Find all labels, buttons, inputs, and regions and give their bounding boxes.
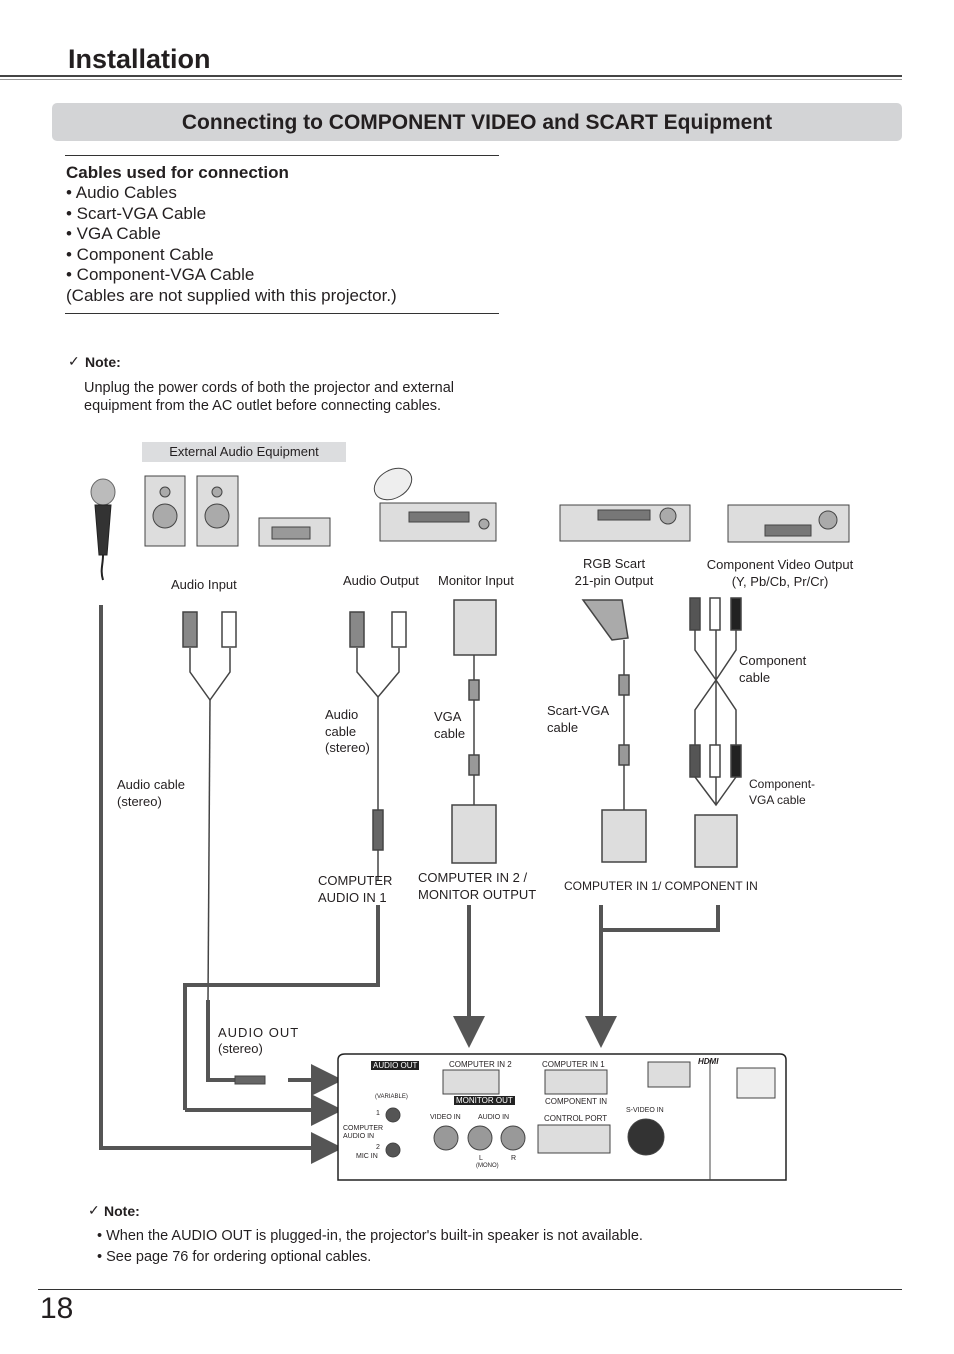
cable-item: • Component Cable [66, 245, 214, 264]
microphone-icon [90, 478, 116, 581]
cable-item: • Component-VGA Cable [66, 265, 255, 284]
component-vga-cable-label: Component- VGA cable [749, 776, 815, 808]
cables-box: Cables used for connection • Audio Cable… [65, 155, 499, 314]
cable-item: • Scart-VGA Cable [66, 204, 207, 223]
computer-in2-line: MONITOR OUTPUT [418, 886, 537, 902]
component-source-icon [727, 504, 850, 543]
panel-hdmi: HDMI [698, 1057, 719, 1066]
panel-computer-audio-in-line: AUDIO IN [343, 1133, 375, 1140]
cables-footnote: (Cables are not supplied with this proje… [66, 286, 397, 305]
panel-component-in: COMPONENT IN [545, 1097, 608, 1106]
panel-mono: (MONO) [476, 1163, 499, 1169]
scart-vga-cable-line: Scart-VGA [547, 703, 610, 718]
panel-audio-in: AUDIO IN [478, 1114, 510, 1121]
panel-variable: (VARIABLE) [375, 1094, 408, 1100]
audio-cable-line: Audio cable [117, 777, 185, 792]
panel-r: R [511, 1155, 517, 1162]
panel-l: L [479, 1155, 483, 1162]
panel-computer-audio-in-line: COMPUTER [343, 1125, 384, 1132]
audio-cable-line: cable [325, 723, 357, 739]
rgb-scart-line: 21-pin Output [574, 572, 654, 588]
page-title: Installation [68, 44, 211, 74]
page-number: 18 [40, 1292, 74, 1325]
cable-item: • Audio Cables [66, 183, 177, 202]
external-audio-label: External Audio Equipment [142, 442, 346, 462]
panel-control-port: CONTROL PORT [544, 1114, 608, 1123]
cable-item: • VGA Cable [66, 224, 161, 243]
component-vga-cable-line: VGA cable [749, 793, 806, 807]
note-line: • When the AUDIO OUT is plugged-in, the … [97, 1228, 643, 1244]
panel-monitor-out: MONITOR OUT [454, 1096, 515, 1105]
audio-cable-line: (stereo) [117, 793, 162, 809]
dvd-player-icon [373, 467, 497, 542]
component-video-output-line: (Y, Pb/Cb, Pr/Cr) [731, 573, 829, 589]
vga-cable-label: VGA cable [434, 709, 465, 742]
panel-computer-audio-in: COMPUTER AUDIO IN [343, 1125, 383, 1141]
panel-computer-in-1: COMPUTER IN 1 [542, 1060, 605, 1069]
audio-out-stereo-label: (stereo) [218, 1041, 263, 1056]
audio-cable-mid-label: Audio cable (stereo) [325, 707, 370, 757]
check-icon: ✓ [68, 353, 80, 369]
audio-cable-left-label: Audio cable (stereo) [117, 777, 185, 810]
note-line: Unplug the power cords of both the proje… [84, 380, 454, 396]
component-cable-line: cable [739, 669, 771, 685]
audio-cable-line: Audio [325, 707, 359, 722]
panel-s-video-in: S-VIDEO IN [626, 1107, 664, 1114]
computer-audio-in-1-label: COMPUTER AUDIO IN 1 [318, 873, 392, 906]
scart-source-icon [559, 504, 691, 542]
computer-in2-line: COMPUTER IN 2 / [418, 870, 528, 885]
speaker-icon [144, 475, 186, 547]
panel-video-in: VIDEO IN [430, 1114, 461, 1121]
note-line: • See page 76 for ordering optional cabl… [97, 1249, 372, 1265]
computer-in1-component-in-label: COMPUTER IN 1/ COMPONENT IN [564, 879, 758, 893]
audio-input-label: Audio Input [171, 577, 237, 592]
component-cable-line: Component [739, 653, 807, 668]
panel-mic-in: MIC IN [356, 1153, 378, 1160]
section-title: Connecting to COMPONENT VIDEO and SCART … [181, 111, 773, 134]
note-heading: Note: [85, 354, 121, 370]
monitor-input-label: Monitor Input [438, 573, 514, 588]
rgb-scart-line: RGB Scart [582, 556, 646, 571]
header-rule-thin [0, 79, 902, 80]
component-cable-label: Component cable [739, 653, 806, 686]
note-heading: Note: [104, 1203, 140, 1219]
component-video-output-label: Component Video Output (Y, Pb/Cb, Pr/Cr) [700, 557, 860, 590]
panel-two: 2 [376, 1144, 380, 1151]
vga-cable-line: cable [434, 725, 466, 741]
section-banner: Connecting to COMPONENT VIDEO and SCART … [52, 103, 902, 141]
connection-diagram [90, 467, 850, 1181]
panel-audio-out: AUDIO OUT [371, 1061, 420, 1070]
computer-audio-in-line: COMPUTER [318, 873, 393, 888]
audio-cable-line: (stereo) [325, 740, 370, 755]
scart-vga-cable-line: cable [547, 719, 579, 735]
scart-vga-cable-label: Scart-VGA cable [547, 703, 609, 736]
vga-cable-line: VGA [434, 709, 462, 724]
rgb-scart-label: RGB Scart 21-pin Output [570, 556, 658, 589]
audio-output-label: Audio Output [343, 573, 419, 588]
panel-computer-in-2: COMPUTER IN 2 [449, 1060, 512, 1069]
component-video-output-line: Component Video Output [706, 557, 854, 572]
footer-rule [38, 1289, 902, 1290]
audio-out-label: AUDIO OUT [218, 1025, 300, 1040]
component-vga-cable-line: Component- [749, 777, 816, 791]
cables-heading: Cables used for connection [66, 163, 289, 182]
amplifier-icon [258, 517, 331, 547]
projector-panel [337, 1053, 787, 1181]
panel-one: 1 [376, 1110, 380, 1117]
computer-audio-in-line: AUDIO IN 1 [318, 889, 387, 905]
computer-in2-monitor-output-label: COMPUTER IN 2 / MONITOR OUTPUT [418, 870, 536, 903]
header-rule [0, 75, 902, 77]
check-icon: ✓ [88, 1202, 100, 1218]
note-line: equipment from the AC outlet before conn… [84, 398, 442, 414]
speaker-icon [196, 475, 239, 547]
